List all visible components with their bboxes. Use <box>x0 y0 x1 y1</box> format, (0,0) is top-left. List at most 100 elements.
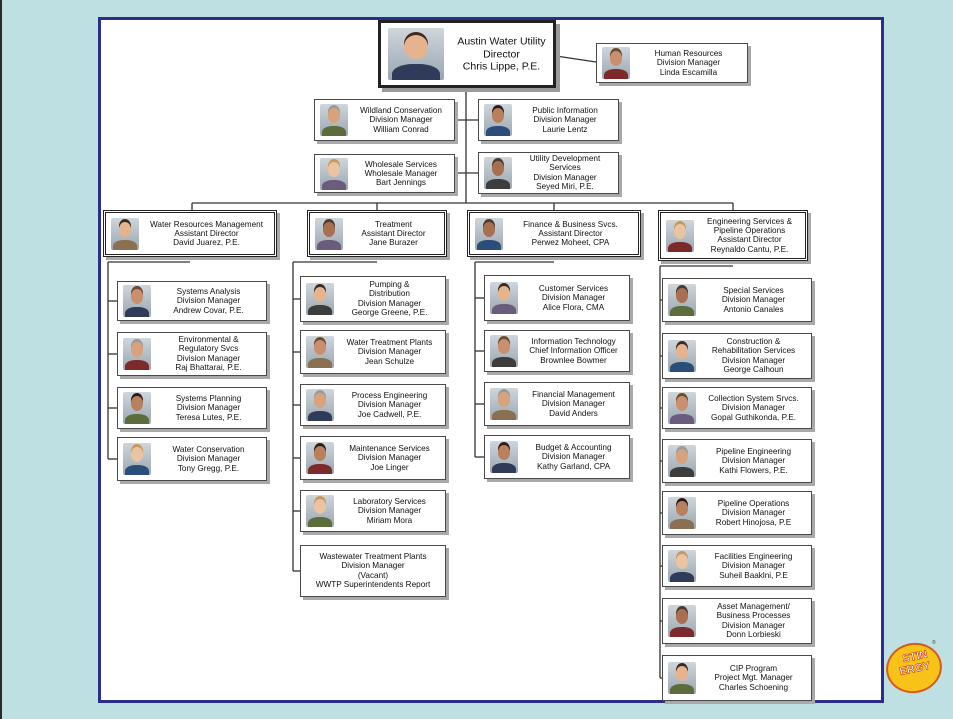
person-name: Brownlee Bowmer <box>540 355 607 365</box>
role-line: Pipeline Operations <box>713 226 786 236</box>
photo-head <box>313 446 327 462</box>
person-name: Antonio Canales <box>723 304 784 314</box>
role-line: Information Technology <box>531 336 616 346</box>
role-line: Public Information <box>532 105 598 115</box>
box-text: Collection System Srvcs.Division Manager… <box>699 394 808 422</box>
role-line: Division Manager <box>369 115 433 125</box>
photo-torso <box>492 410 516 420</box>
role-line: Austin Water Utility <box>457 35 546 48</box>
role-line: Pipeline Engineering <box>715 446 792 456</box>
role-line: Facilities Engineering <box>714 551 793 561</box>
role-line: Services <box>549 163 581 173</box>
person-photo-icon <box>668 550 696 582</box>
photo-torso <box>308 411 332 421</box>
photo-torso <box>317 239 341 250</box>
photo-torso <box>492 304 516 314</box>
role-line: (Vacant) <box>357 571 389 580</box>
person-photo-icon <box>306 336 334 368</box>
role-line: Process Engineering <box>351 390 428 400</box>
photo-head <box>675 666 689 682</box>
person-photo-icon <box>668 340 696 372</box>
division-box: Collection System Srvcs.Division Manager… <box>662 387 812 429</box>
role-line: Systems Analysis <box>176 286 241 296</box>
role-line: Division Manager <box>357 453 422 463</box>
photo-head <box>675 344 689 360</box>
person-photo-icon <box>602 47 630 79</box>
role-line: Engineering Services & <box>706 216 793 226</box>
person-name: William Conrad <box>373 124 429 134</box>
photo-torso <box>308 517 332 527</box>
box-text: Engineering Services &Pipeline Operation… <box>697 217 802 255</box>
role-line: Division Manager <box>721 456 786 466</box>
role-line: Construction & <box>726 337 781 347</box>
role-line: Pipeline Operations <box>717 498 790 508</box>
role-line: Assistant Director <box>174 228 239 238</box>
photo-head <box>313 393 327 409</box>
person-name: Teresa Lutes, P.E. <box>175 412 242 422</box>
person-name: Suheil Baaklni, P.E <box>719 570 788 580</box>
person-photo-icon <box>306 442 334 474</box>
person-photo-icon <box>306 389 334 421</box>
role-line: Wildland Conservation <box>360 105 442 115</box>
role-line: Pumping & <box>369 280 410 290</box>
photo-head <box>482 221 496 237</box>
person-name: Andrew Covar, P.E. <box>173 305 244 315</box>
person-name: Kathy Garland, CPA <box>536 461 611 471</box>
role-line: Budget & Accounting <box>535 442 612 452</box>
photo-torso <box>668 241 692 252</box>
person-name: Seyed Miri, P.E. <box>536 182 594 192</box>
person-photo-icon <box>668 392 696 424</box>
photo-head <box>130 342 144 358</box>
photo-torso <box>125 360 149 370</box>
role-line: Human Resources <box>654 48 723 58</box>
role-line: Assistant Director <box>717 235 782 245</box>
person-photo-icon <box>668 284 696 316</box>
person-photo-icon <box>668 497 696 529</box>
role-line: Water Resources Management <box>149 219 263 229</box>
photo-head <box>130 289 144 305</box>
photo-torso <box>670 306 694 316</box>
slide-edge <box>0 0 2 719</box>
austin-energy-logo: STIN ERGY ® <box>881 637 947 699</box>
person-photo-icon <box>490 441 518 473</box>
photo-torso <box>308 305 332 315</box>
person-photo-icon <box>320 157 348 190</box>
person-name: Joe Cadwell, P.E. <box>357 409 422 419</box>
person-photo-icon <box>306 283 334 315</box>
person-photo-icon <box>475 217 503 250</box>
photo-head <box>609 51 623 67</box>
person-photo-icon <box>315 217 343 250</box>
person-name: Charles Schoening <box>718 682 789 692</box>
photo-head <box>675 396 689 412</box>
role-line: Division Manager <box>357 506 422 516</box>
person-name: Laurie Lentz <box>542 124 588 134</box>
person-name: Linda Escamilla <box>659 67 718 77</box>
role-line: Chief Information Officer <box>529 346 618 356</box>
role-line: Division Manager <box>533 173 597 182</box>
role-line: Asset Management/ <box>717 602 790 612</box>
